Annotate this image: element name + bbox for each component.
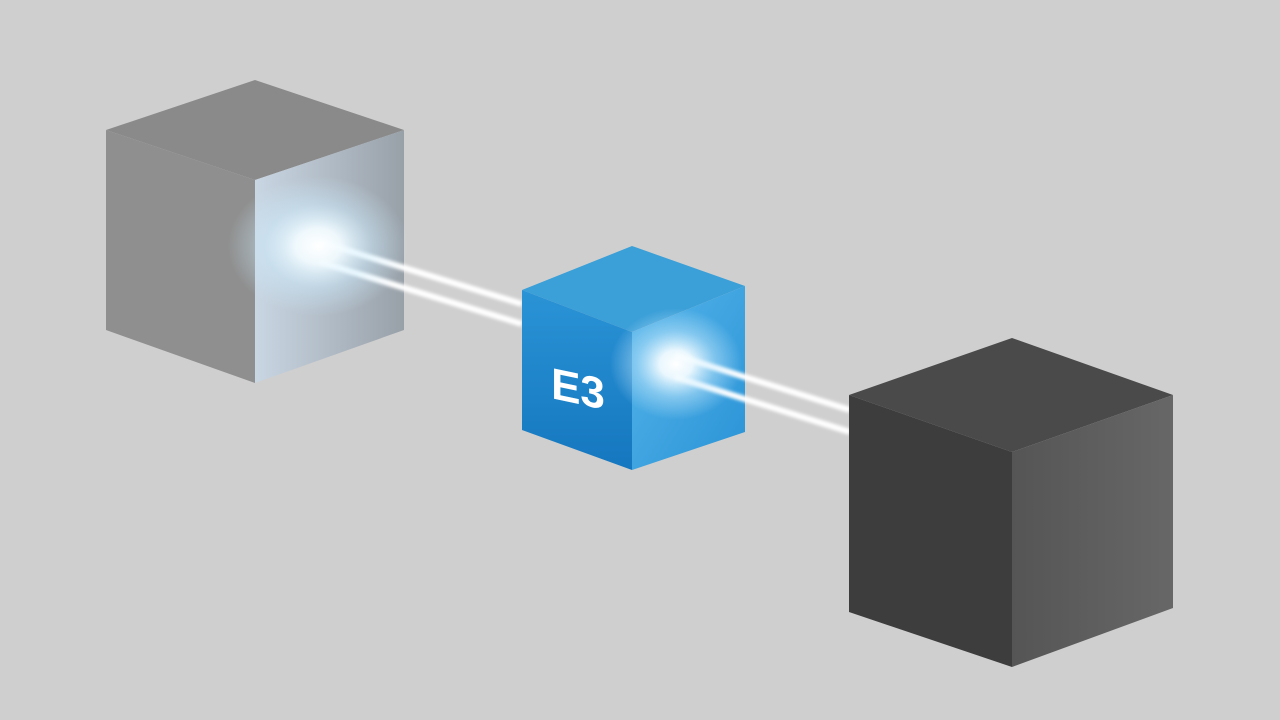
right-cube-left-face [849,395,1012,667]
left-cube-glow [228,176,408,316]
light-glows [228,176,742,420]
center-cube-left-face [522,290,632,470]
left-cube-left-face [106,130,255,383]
right-cube [849,338,1173,667]
center-cube-glow [610,308,742,420]
right-cube-top-face [849,338,1173,452]
center-cube-label: E3 [551,360,605,420]
center-cube-top-face [522,246,745,332]
right-cube-right-face [1012,395,1173,667]
